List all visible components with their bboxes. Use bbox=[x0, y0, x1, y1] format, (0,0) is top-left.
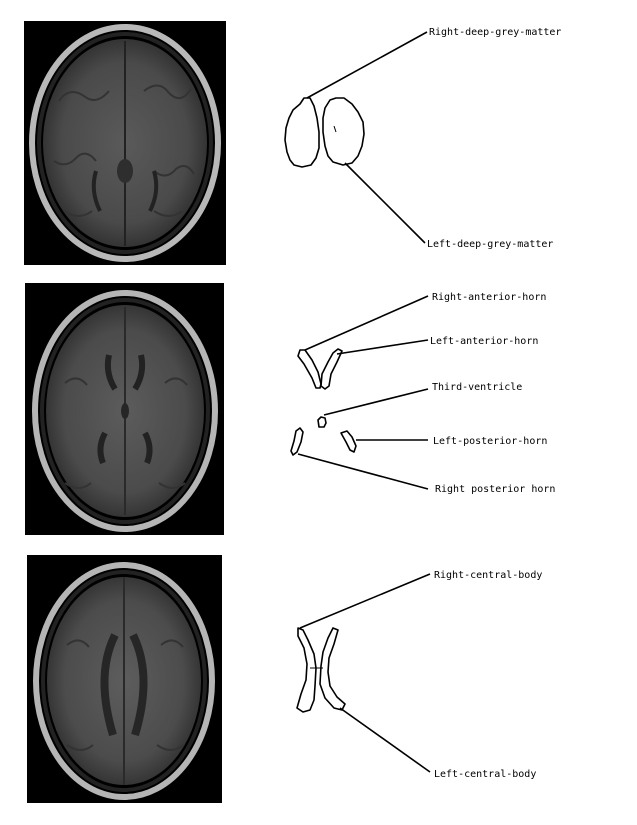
right-deep-grey-matter-outline bbox=[284, 97, 320, 168]
mri-axial-slice-3 bbox=[27, 555, 222, 803]
mri-axial-slice-2 bbox=[25, 283, 224, 535]
third-ventricle-outline bbox=[317, 416, 327, 428]
mri-slice-1-image bbox=[24, 21, 226, 265]
mri-axial-slice-1 bbox=[24, 21, 226, 265]
label-third-ventricle: Third-ventricle bbox=[432, 382, 522, 393]
label-right-central-body: Right-central-body bbox=[434, 570, 542, 581]
label-left-posterior-horn: Left-posterior-horn bbox=[433, 436, 547, 447]
label-left-central-body: Left-central-body bbox=[434, 769, 536, 780]
right-anterior-horn-outline bbox=[297, 349, 322, 389]
left-central-body-outline bbox=[319, 627, 346, 711]
right-central-body-outline bbox=[296, 627, 317, 713]
left-deep-grey-matter-outline bbox=[322, 97, 365, 166]
right-posterior-horn-outline bbox=[290, 427, 304, 456]
label-right-anterior-horn: Right-anterior-horn bbox=[432, 292, 546, 303]
label-right-posterior-horn: Right posterior horn bbox=[435, 484, 555, 495]
left-posterior-horn-outline bbox=[340, 430, 357, 453]
label-left-anterior-horn: Left-anterior-horn bbox=[430, 336, 538, 347]
mri-slice-2-image bbox=[25, 283, 224, 535]
left-anterior-horn-outline bbox=[320, 348, 343, 390]
mri-slice-3-image bbox=[27, 555, 222, 803]
label-right-deep-grey-matter: Right-deep-grey-matter bbox=[429, 27, 561, 38]
label-left-deep-grey-matter: Left-deep-grey-matter bbox=[427, 239, 553, 250]
